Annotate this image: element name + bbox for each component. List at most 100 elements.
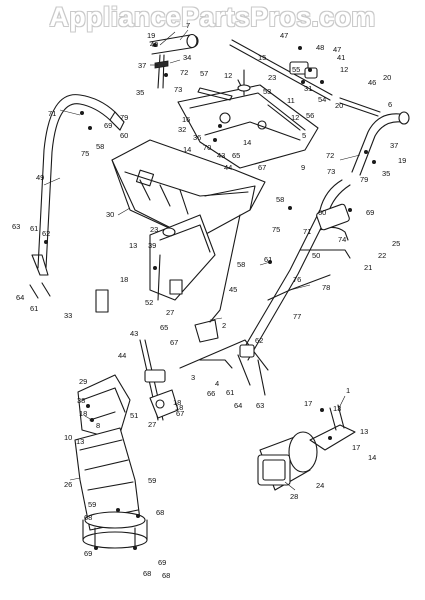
callout-41: 41 [337, 53, 345, 62]
callout-12-c: 12 [291, 113, 299, 122]
callout-62-b: 62 [255, 336, 263, 345]
callout-1: 1 [346, 386, 350, 395]
callout-65: 65 [232, 151, 240, 160]
callout-15: 15 [258, 53, 266, 62]
callout-18-c: 18 [79, 409, 87, 418]
leader-lines [43, 29, 361, 491]
callout-36: 36 [193, 133, 201, 142]
control-panel-frame [177, 69, 319, 169]
callout-14: 14 [183, 145, 191, 154]
callout-50: 50 [312, 251, 320, 260]
callout-32: 32 [178, 125, 186, 134]
callout-13-b: 13 [333, 404, 341, 413]
callout-8: 8 [96, 421, 100, 430]
callout-37: 37 [138, 61, 146, 70]
callout-69-c: 69 [84, 549, 92, 558]
callout-13-c: 13 [76, 437, 84, 446]
callout-67-b: 67 [170, 338, 178, 347]
upper-right-handle-tube [351, 111, 410, 176]
callout-62: 62 [42, 229, 50, 238]
callout-27-b: 27 [148, 420, 156, 429]
callout-29: 29 [79, 377, 87, 386]
callout-13: 13 [129, 241, 137, 250]
callout-75: 75 [81, 149, 89, 158]
callout-9: 9 [301, 163, 305, 172]
callout-58-c: 58 [237, 260, 245, 269]
callout-24: 24 [316, 481, 324, 490]
callout-3: 3 [191, 373, 195, 382]
callout-labels: 7 19 40 37 34 72 73 35 47 15 48 47 41 55… [12, 21, 406, 580]
callout-17-b: 17 [352, 443, 360, 452]
callout-35: 35 [136, 88, 144, 97]
hardware-fasteners [44, 43, 376, 550]
callout-33: 33 [64, 311, 72, 320]
callout-38: 38 [77, 396, 85, 405]
callout-37-b: 37 [390, 141, 398, 150]
callout-61-b: 61 [264, 255, 272, 264]
callout-31: 31 [304, 84, 312, 93]
callout-25: 25 [392, 239, 400, 248]
callout-6: 6 [388, 100, 392, 109]
callout-23-b: 23 [150, 225, 158, 234]
callout-70: 70 [203, 143, 211, 152]
callout-19: 19 [147, 31, 155, 40]
callout-63-b: 63 [256, 401, 264, 410]
callout-30: 30 [106, 210, 114, 219]
callout-68: 68 [84, 513, 92, 522]
callout-20: 20 [335, 101, 343, 110]
callout-79: 79 [120, 113, 128, 122]
callout-18-b: 18 [175, 403, 183, 412]
callout-47-b: 47 [333, 45, 341, 54]
callout-69-d: 69 [158, 558, 166, 567]
callout-39: 39 [148, 241, 156, 250]
callout-18: 18 [120, 275, 128, 284]
callout-27: 27 [166, 308, 174, 317]
dash-panel-lower [149, 214, 216, 301]
chute-base-ring [82, 511, 148, 549]
callout-77: 77 [293, 312, 301, 321]
callout-26: 26 [64, 480, 72, 489]
callout-60-b: 60 [318, 208, 326, 217]
callout-19-b: 19 [398, 156, 406, 165]
callout-43-b: 43 [130, 329, 138, 338]
callout-71-b: 71 [303, 227, 311, 236]
callout-69: 69 [104, 121, 112, 130]
callout-57: 57 [200, 69, 208, 78]
callout-55: 55 [292, 65, 300, 74]
callout-68-d: 68 [162, 571, 170, 580]
callout-35-b: 35 [382, 169, 390, 178]
callout-59-b: 59 [148, 476, 156, 485]
callout-65-b: 65 [160, 323, 168, 332]
callout-60: 60 [120, 131, 128, 140]
callout-68-b: 68 [156, 508, 164, 517]
callout-73: 73 [174, 85, 182, 94]
callout-16: 16 [182, 115, 190, 124]
callout-5: 5 [302, 131, 306, 140]
callout-14-b: 14 [243, 138, 251, 147]
auger-housing-shroud [111, 139, 266, 241]
callout-56: 56 [306, 111, 314, 120]
left-handle [37, 94, 125, 269]
upper-chute-deflector [77, 374, 131, 441]
headlight-assembly [257, 404, 356, 491]
callout-61-c: 61 [30, 304, 38, 313]
callout-76: 76 [293, 275, 301, 284]
lower-right-linkage [179, 339, 269, 396]
callout-4: 4 [215, 379, 219, 388]
callout-69-b: 69 [366, 208, 374, 217]
callout-75-b: 75 [272, 225, 280, 234]
callout-28: 28 [290, 492, 298, 501]
callout-73-b: 73 [327, 167, 335, 176]
callout-51: 51 [130, 411, 138, 420]
callout-49: 49 [36, 173, 44, 182]
callout-7: 7 [186, 21, 190, 30]
callout-12-b: 12 [224, 71, 232, 80]
callout-44-b: 44 [118, 351, 126, 360]
callout-71: 71 [48, 109, 56, 118]
callout-52: 52 [145, 298, 153, 307]
callout-61-d: 61 [226, 388, 234, 397]
callout-61: 61 [30, 224, 38, 233]
chute-crank [197, 87, 301, 131]
